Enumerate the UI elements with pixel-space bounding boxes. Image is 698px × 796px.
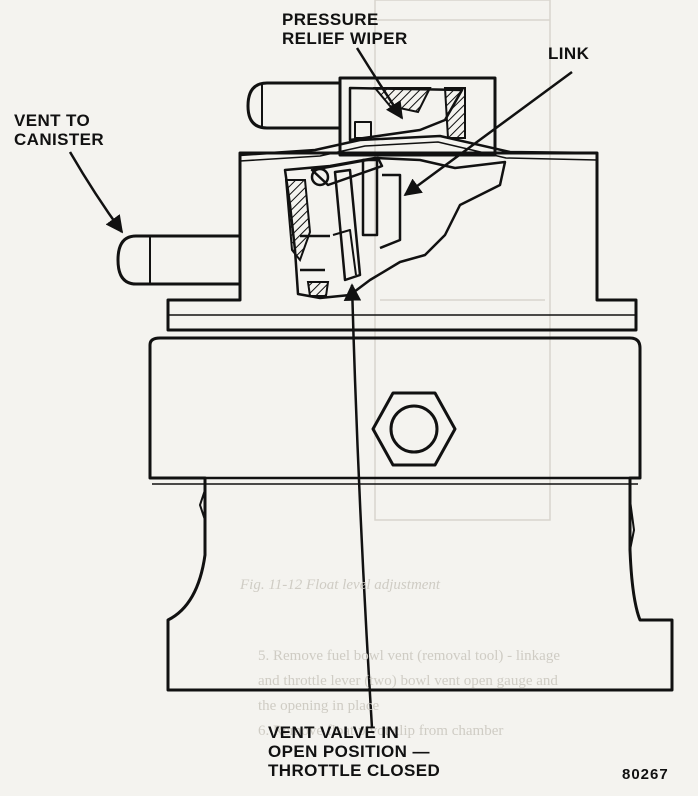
bleed-through-paragraph: 5. Remove fuel bowl vent (removal tool) …	[258, 648, 688, 740]
vent-to-canister-nipple	[116, 234, 240, 286]
label-vent-valve: VENT VALVE IN OPEN POSITION — THROTTLE C…	[268, 723, 440, 780]
hex-fitting-bore	[389, 404, 439, 454]
bleed-through-frame	[374, 0, 551, 521]
relief-hatch-right	[443, 87, 466, 139]
link-bracket	[379, 173, 402, 250]
label-line: OPEN POSITION —	[268, 742, 430, 761]
label-line: PRESSURE	[282, 10, 379, 29]
label-pressure-relief-wiper: PRESSURE RELIEF WIPER	[282, 10, 408, 48]
arrow-vent-canister	[68, 151, 124, 234]
hex-fitting	[371, 391, 457, 467]
label-vent-to-canister: VENT TO CANISTER	[14, 111, 104, 149]
arrow-vent-valve	[343, 283, 374, 729]
vent-valve	[333, 168, 362, 282]
figure-number: 80267	[622, 766, 669, 783]
cutaway-hatch-left	[284, 179, 312, 263]
label-line: VENT TO	[14, 111, 91, 130]
relief-chamber	[348, 86, 464, 142]
link-rod	[361, 158, 379, 237]
bleed-through-caption: Fig. 11-12 Float level adjustment	[240, 577, 441, 593]
relief-valve-seat	[354, 121, 372, 139]
fuel-bowl	[148, 336, 674, 692]
bleed-through-line: and throttle lever (two) bowl vent open …	[258, 673, 558, 689]
bleed-through-line: the opening in place	[258, 698, 380, 714]
label-link: LINK	[548, 44, 590, 63]
cutaway-interior	[283, 156, 507, 300]
label-line: RELIEF WIPER	[282, 29, 408, 48]
arrow-pressure-relief	[355, 47, 404, 120]
upper-body	[166, 151, 638, 332]
label-line: VENT VALVE IN	[268, 723, 400, 742]
cutaway-hatch-bottom	[306, 281, 330, 297]
relief-hatch-top	[372, 87, 432, 114]
link-lever	[310, 156, 384, 187]
bleed-through-line: 6. Remove float pivot clip from chamber	[258, 723, 504, 739]
label-line: THROTTLE CLOSED	[268, 761, 441, 780]
bleed-through-line: 5. Remove fuel bowl vent (removal tool) …	[258, 648, 560, 664]
label-line: CANISTER	[14, 130, 105, 149]
upper-hose-nipple	[246, 81, 340, 130]
arrow-link	[403, 70, 573, 197]
